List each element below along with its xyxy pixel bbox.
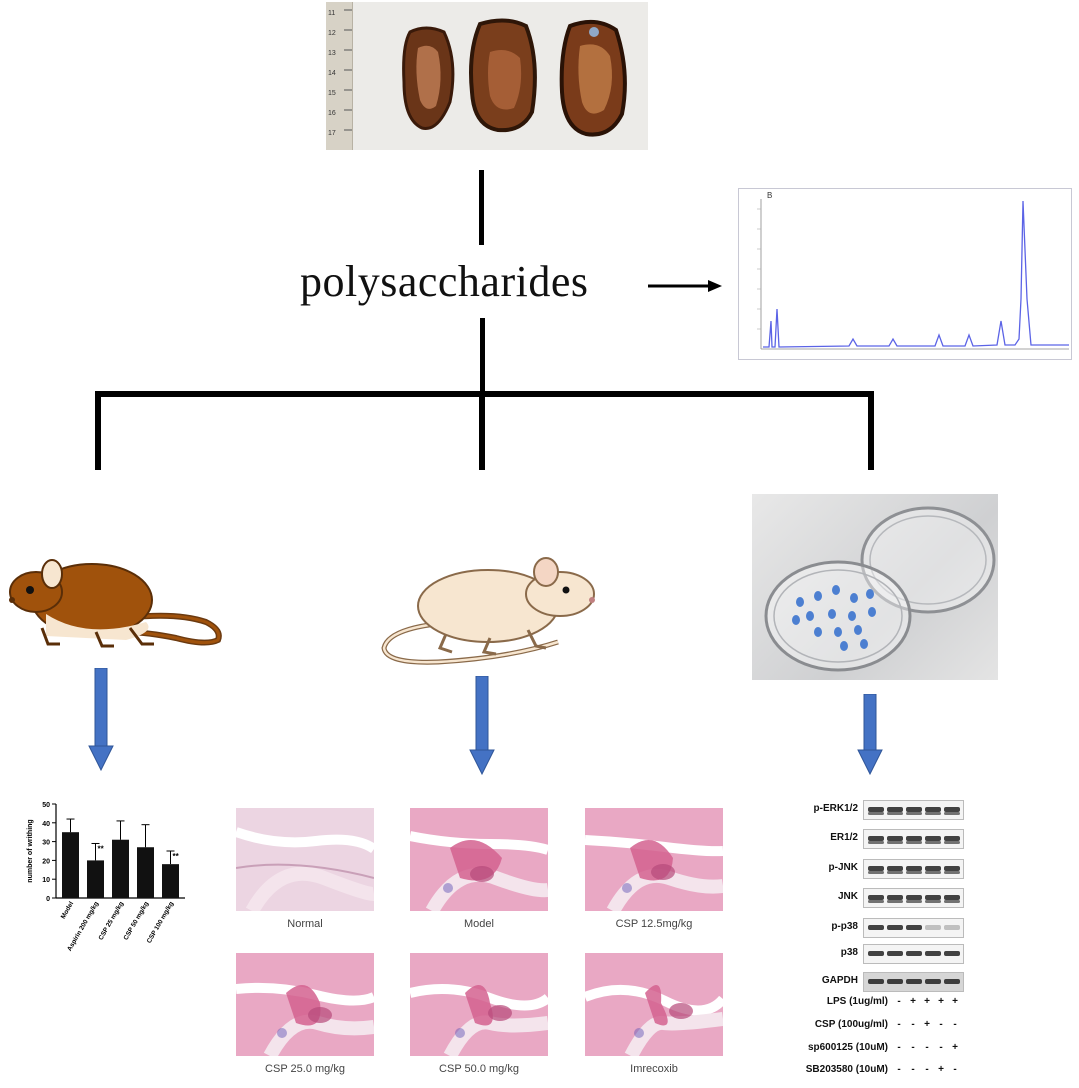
blot-band — [863, 918, 964, 938]
bar — [162, 864, 179, 898]
blot-band — [863, 829, 964, 849]
treatment-label: CSP (100ug/ml) — [814, 1019, 888, 1030]
blot-label: JNK — [837, 891, 858, 902]
blot-label: p-ERK1/2 — [813, 803, 858, 814]
mouse-icon — [9, 559, 222, 648]
category-label: CSP 100 mg/kg — [146, 900, 175, 944]
histology-image — [236, 953, 374, 1056]
y-tick-label: 0 — [46, 896, 50, 903]
treatment-sign: - — [939, 1019, 943, 1030]
category-label: CSP 25 mg/kg — [98, 900, 126, 941]
blot-band — [863, 888, 964, 908]
histology-caption: CSP 25.0 mg/kg — [265, 1063, 345, 1075]
petri-dish-photo — [752, 494, 998, 680]
histology-image — [585, 953, 723, 1056]
histology-caption: Model — [464, 918, 494, 930]
histology-caption: Normal — [287, 918, 323, 930]
histology-image — [236, 808, 374, 911]
down-arrow-icon — [857, 694, 883, 776]
blot-label: p38 — [840, 947, 858, 958]
histology-image — [410, 953, 548, 1056]
blot-label: p-p38 — [831, 921, 858, 932]
treatment-sign: + — [952, 996, 958, 1007]
treatment-sign: + — [952, 1042, 958, 1053]
treatment-label: SB203580 (10uM) — [805, 1064, 888, 1075]
treatment-sign: + — [910, 996, 916, 1007]
bar — [112, 839, 129, 898]
treatment-sign: - — [939, 1042, 943, 1053]
panel-letter: B — [767, 191, 773, 200]
treatment-sign: - — [897, 1019, 901, 1030]
down-arrow-icon — [88, 668, 114, 772]
blot-label: GAPDH — [821, 975, 858, 986]
y-tick-label: 20 — [42, 858, 50, 865]
treatment-sign: - — [897, 996, 901, 1007]
histology-image — [410, 808, 548, 911]
treatment-sign: - — [953, 1064, 957, 1075]
bar — [62, 832, 79, 898]
treatment-label: LPS (1ug/ml) — [826, 996, 888, 1007]
branch-left — [95, 391, 101, 470]
treatment-sign: - — [897, 1042, 901, 1053]
ruler-mark: 12 — [328, 30, 336, 37]
center-connector — [480, 318, 485, 394]
branch-middle — [479, 391, 485, 470]
hplc-chromatogram: B — [738, 188, 1072, 360]
treatment-sign: - — [925, 1064, 929, 1075]
rat-icon — [381, 557, 595, 665]
bar — [87, 860, 104, 898]
y-axis-label: number of writhing — [27, 819, 34, 882]
center-label: polysaccharides — [300, 257, 589, 306]
histology-caption: CSP 50.0 mg/kg — [439, 1063, 519, 1075]
ruler-mark: 16 — [328, 110, 336, 117]
treatment-sign: - — [911, 1042, 915, 1053]
treatment-sign: - — [911, 1064, 915, 1075]
arrow-to-chromatogram — [648, 280, 722, 292]
category-label: Model — [60, 900, 76, 920]
blot-band — [863, 800, 964, 820]
top-connector — [479, 170, 484, 245]
treatment-sign: + — [938, 996, 944, 1007]
blot-band — [863, 944, 964, 964]
blot-band — [863, 859, 964, 879]
root-slices — [402, 18, 627, 137]
ruler-mark: 13 — [328, 50, 336, 57]
category-label: CSP 50 mg/kg — [123, 900, 151, 941]
treatment-sign: + — [924, 996, 930, 1007]
histology-caption: CSP 12.5mg/kg — [615, 918, 693, 930]
blot-band — [863, 972, 964, 992]
ruler-mark: 14 — [328, 70, 336, 77]
histology-caption: Imrecoxib — [630, 1063, 678, 1075]
branch-right — [868, 391, 874, 470]
ruler-mark: 15 — [328, 90, 336, 97]
ruler-mark: 17 — [328, 130, 336, 137]
treatment-sign: - — [911, 1019, 915, 1030]
y-tick-label: 30 — [42, 840, 50, 847]
ruler: 11 12 13 14 15 16 17 — [326, 2, 353, 150]
treatment-sign: + — [938, 1064, 944, 1075]
blot-label: ER1/2 — [830, 832, 858, 843]
significance-mark: ** — [173, 852, 180, 861]
bar — [137, 847, 154, 898]
chromatogram-trace — [763, 200, 1069, 348]
blot-label: p-JNK — [828, 862, 858, 873]
ruler-mark: 11 — [328, 10, 336, 17]
treatment-sign: - — [953, 1019, 957, 1030]
down-arrow-icon — [469, 676, 495, 776]
treatment-sign: + — [924, 1019, 930, 1030]
treatment-sign: - — [925, 1042, 929, 1053]
y-tick-label: 10 — [42, 877, 50, 884]
significance-mark: ** — [98, 844, 105, 853]
y-tick-label: 50 — [42, 802, 50, 809]
root-slices-photo: 11 12 13 14 15 16 17 — [326, 2, 648, 150]
treatment-label: sp600125 (10uM) — [807, 1042, 888, 1053]
histology-image — [585, 808, 723, 911]
treatment-sign: - — [897, 1064, 901, 1075]
y-tick-label: 40 — [42, 821, 50, 828]
